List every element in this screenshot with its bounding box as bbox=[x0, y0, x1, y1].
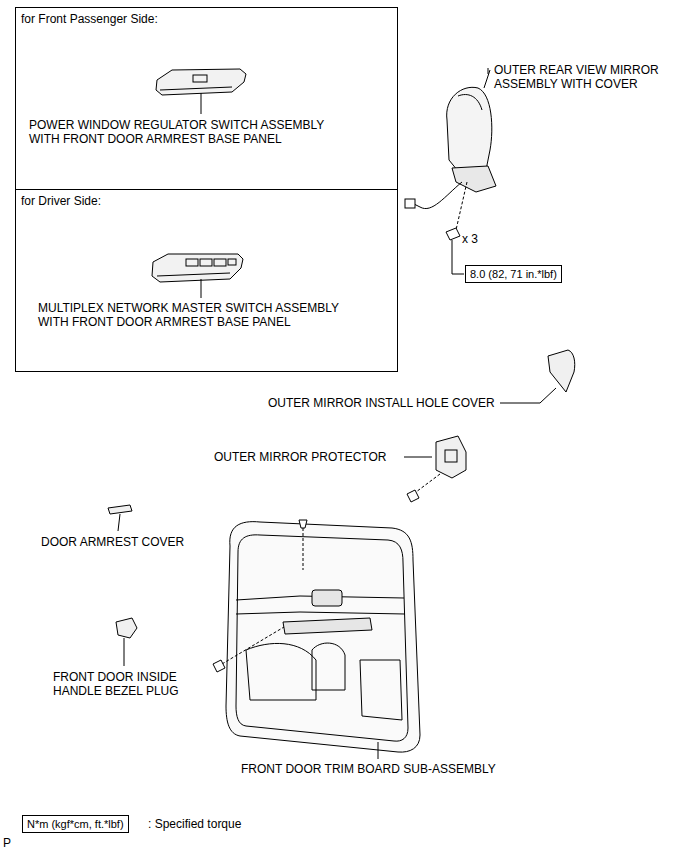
dashed-line bbox=[303, 528, 304, 570]
armrest-line bbox=[236, 612, 405, 614]
switch-body bbox=[156, 69, 246, 95]
trim-board bbox=[226, 522, 420, 752]
panel-heading: for Driver Side: bbox=[21, 194, 101, 208]
dashed-line bbox=[416, 474, 440, 492]
part-name: OUTER REAR VIEW MIRROR ASSEMBLY WITH COV… bbox=[494, 63, 682, 91]
side-panel: for Driver Side: MULTIPLEX NETWORK MASTER… bbox=[15, 189, 398, 372]
mirror-head bbox=[447, 87, 492, 176]
leader-line bbox=[500, 388, 556, 403]
switch-body bbox=[152, 254, 243, 282]
switch-button bbox=[200, 259, 212, 266]
protector-illustration bbox=[404, 436, 466, 502]
leader-line bbox=[452, 240, 453, 274]
driver-switch bbox=[152, 254, 243, 298]
part-name: MULTIPLEX NETWORK MASTER SWITCH ASSEMBLY… bbox=[38, 301, 363, 329]
dashed-line bbox=[456, 182, 467, 230]
mirror-base bbox=[452, 166, 496, 192]
leader-line bbox=[404, 457, 432, 458]
part-label: OUTER MIRROR PROTECTOR bbox=[214, 450, 386, 464]
door-trim-illustration bbox=[213, 520, 420, 759]
part-label: OUTER MIRROR INSTALL HOLE COVER bbox=[268, 396, 495, 410]
screw bbox=[407, 490, 419, 502]
leader-line bbox=[452, 274, 464, 275]
leader-line bbox=[201, 279, 202, 298]
leader-line bbox=[484, 70, 490, 88]
switch-button bbox=[228, 259, 236, 265]
switch-button bbox=[214, 259, 226, 266]
speaker-grille bbox=[312, 643, 345, 690]
leader-line bbox=[488, 68, 489, 74]
torque-value: 8.0 (82, 71 in.*lbf) bbox=[466, 266, 561, 282]
switch-button bbox=[193, 75, 207, 82]
bezel-plug-illustration bbox=[116, 618, 137, 666]
armrest-cover-illustration bbox=[108, 505, 132, 531]
wire-connector bbox=[405, 199, 415, 208]
torque-box: N*m (kgf*cm, ft.*lbf) bbox=[22, 815, 129, 833]
leader-line bbox=[124, 638, 125, 666]
part-label: FRONT DOOR TRIM BOARD SUB-ASSEMBLY bbox=[241, 762, 496, 776]
part-label: DOOR ARMREST COVER bbox=[41, 535, 184, 549]
inside-handle bbox=[312, 590, 342, 606]
leader-line bbox=[118, 514, 120, 531]
mirror-protector bbox=[436, 436, 466, 478]
mirror-wire bbox=[414, 182, 462, 209]
dashed-line bbox=[222, 627, 284, 664]
switch-panel bbox=[283, 618, 372, 634]
leader-line bbox=[378, 742, 379, 759]
switch-edge bbox=[160, 87, 232, 90]
switch-button bbox=[186, 259, 198, 266]
part-name: FRONT DOOR INSIDE HANDLE BEZEL PLUG bbox=[53, 670, 198, 698]
mirror-shade bbox=[458, 95, 482, 110]
mirror-illustration bbox=[405, 68, 496, 274]
part-label: x 3 bbox=[462, 232, 478, 246]
passenger-switch bbox=[156, 69, 246, 114]
trim-inner-edge bbox=[236, 535, 408, 741]
hole-cover-illustration bbox=[500, 350, 575, 403]
pocket bbox=[246, 643, 316, 700]
torque-box: 8.0 (82, 71 in.*lbf) bbox=[465, 265, 562, 283]
panel-heading: for Front Passenger Side: bbox=[21, 12, 158, 26]
door-pocket bbox=[360, 660, 402, 720]
hole-cover bbox=[548, 350, 575, 392]
switch-edge bbox=[157, 273, 230, 276]
armrest-cover bbox=[108, 505, 132, 514]
bolt bbox=[446, 228, 460, 240]
side-panel: for Front Passenger Side: POWER WINDOW RE… bbox=[15, 7, 398, 190]
bezel-plug bbox=[116, 618, 137, 638]
part-label: P bbox=[3, 836, 11, 850]
protector-detail bbox=[445, 450, 457, 462]
part-label: : Specified torque bbox=[148, 817, 241, 831]
leader-line bbox=[201, 93, 202, 114]
part-name: POWER WINDOW REGULATOR SWITCH ASSEMBLY W… bbox=[29, 118, 354, 146]
screw bbox=[213, 660, 225, 672]
screw bbox=[299, 520, 307, 528]
torque-value: N*m (kgf*cm, ft.*lbf) bbox=[23, 816, 128, 832]
